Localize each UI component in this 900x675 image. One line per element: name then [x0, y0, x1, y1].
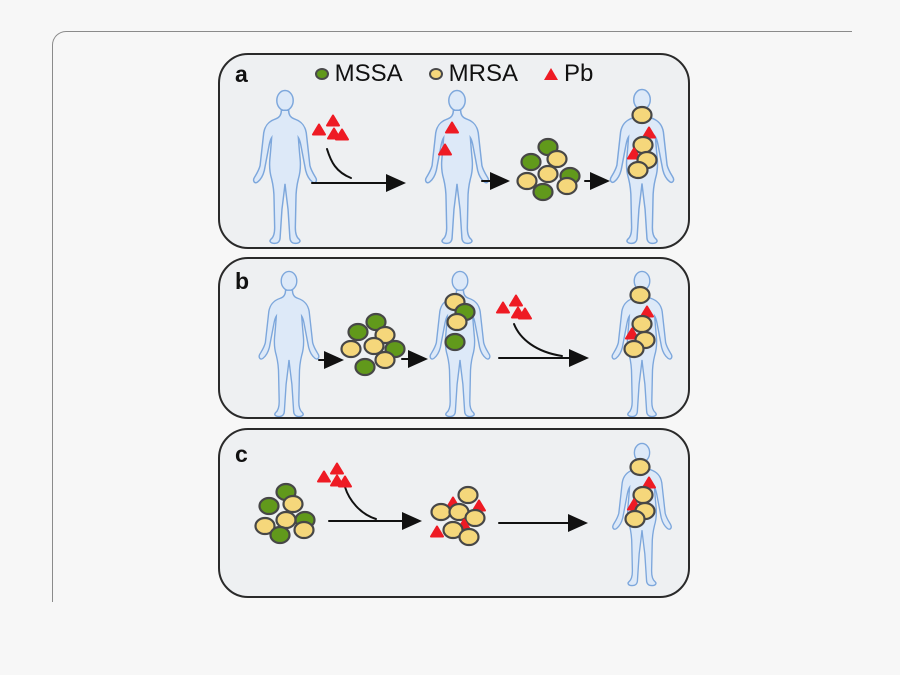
- panel-b-label: b: [235, 268, 250, 294]
- mrsa-cell: [624, 509, 646, 529]
- mrsa-cell: [254, 516, 276, 536]
- legend-item-mrsa: MRSA: [428, 60, 518, 88]
- mrsa-cell: [374, 350, 396, 370]
- mrsa-cell: [340, 339, 362, 359]
- panel-a: a MSSA MRSA Pb: [218, 53, 690, 249]
- mssa-cell: [347, 322, 369, 342]
- mssa-cell: [354, 357, 376, 377]
- pb-triangle: [509, 294, 523, 307]
- mrsa-cell: [430, 502, 452, 522]
- pb-triangle: [335, 128, 349, 141]
- pb-triangle: [518, 307, 532, 320]
- pb-triangle: [330, 462, 344, 475]
- mrsa-cell: [627, 160, 649, 180]
- mrsa-cell: [629, 285, 651, 305]
- pb-triangle: [625, 327, 639, 340]
- legend-item-mssa: MSSA: [314, 60, 403, 88]
- mrsa-cell: [546, 149, 568, 169]
- mssa-cell: [269, 525, 291, 545]
- pb-triangle: [445, 121, 459, 134]
- mrsa-cell: [537, 164, 559, 184]
- legend-item-pb: Pb: [544, 60, 593, 88]
- mssa-cell: [365, 312, 387, 332]
- pb-exposure-curve: [513, 323, 563, 357]
- legend: MSSA MRSA Pb: [220, 60, 688, 88]
- pb-triangle-icon: [544, 68, 558, 80]
- mrsa-cell: [631, 314, 653, 334]
- panel-b: b: [218, 257, 690, 419]
- mrsa-cell: [516, 171, 538, 191]
- pb-exposure-curve: [326, 148, 352, 179]
- mssa-circle-icon: [314, 68, 329, 80]
- mrsa-cell: [631, 105, 653, 125]
- panel-a-art: [252, 88, 675, 245]
- panel-a-label: a: [235, 61, 248, 87]
- mrsa-circle-icon: [428, 68, 443, 80]
- mrsa-cell: [293, 520, 315, 540]
- panel-c-label: c: [235, 441, 248, 467]
- pb-triangle: [430, 525, 444, 538]
- mssa-cell: [520, 152, 542, 172]
- mrsa-cell: [363, 336, 385, 356]
- mrsa-cell: [446, 312, 468, 332]
- pb-triangle: [326, 114, 340, 127]
- pb-triangle: [317, 470, 331, 483]
- legend-label-mrsa: MRSA: [448, 60, 518, 87]
- panel-b-art: [258, 270, 673, 417]
- pb-triangle: [496, 301, 510, 314]
- legend-label-mssa: MSSA: [334, 60, 403, 87]
- pb-triangle: [312, 123, 326, 136]
- legend-label-pb: Pb: [564, 60, 594, 87]
- panel-c: c: [218, 428, 690, 598]
- mrsa-cell: [282, 494, 304, 514]
- mrsa-cell: [275, 510, 297, 530]
- person-silhouette: [258, 270, 320, 417]
- mrsa-cell: [632, 485, 654, 505]
- mrsa-cell: [629, 457, 651, 477]
- mrsa-cell: [457, 485, 479, 505]
- mrsa-cell: [623, 339, 645, 359]
- mrsa-cell: [458, 527, 480, 547]
- mssa-cell: [532, 182, 554, 202]
- pb-triangle: [338, 475, 352, 488]
- mrsa-cell: [464, 508, 486, 528]
- pb-triangle: [438, 143, 452, 156]
- mssa-cell: [258, 496, 280, 516]
- pb-exposure-curve: [344, 486, 377, 520]
- panel-c-art: [254, 442, 672, 587]
- pb-triangle: [627, 147, 641, 160]
- person-silhouette: [424, 89, 490, 245]
- mrsa-cell: [556, 176, 578, 196]
- person-silhouette: [252, 89, 318, 245]
- mssa-cell: [444, 332, 466, 352]
